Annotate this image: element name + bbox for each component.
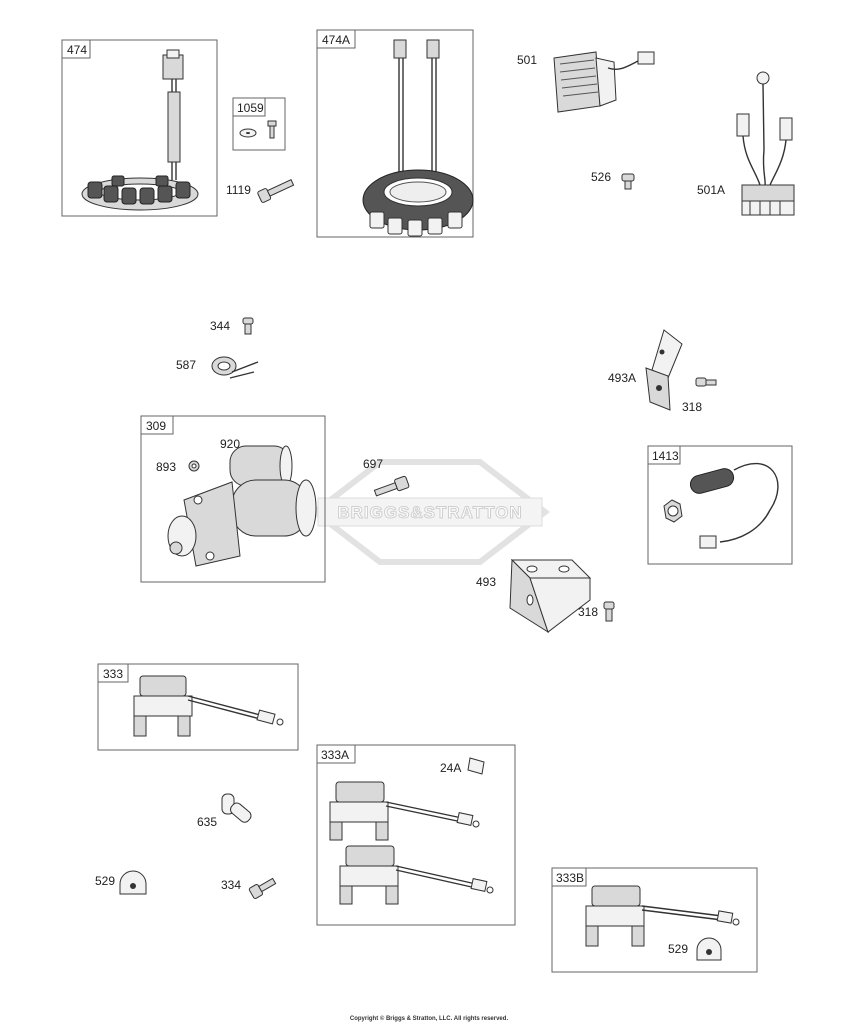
screw-318b-illustration bbox=[603, 601, 615, 622]
box-label-1059: 1059 bbox=[237, 101, 264, 115]
washer-screw-illustration bbox=[239, 120, 277, 139]
ignition-coil-333A-illustration bbox=[329, 781, 494, 905]
copyright-text: Copyright © Briggs & Stratton, LLC. All … bbox=[350, 1015, 509, 1022]
part-box-333A[interactable]: 333A 24A bbox=[316, 744, 516, 926]
box-label-333B: 333B bbox=[556, 871, 584, 885]
callout-920[interactable]: 920 bbox=[220, 437, 240, 451]
callout-334[interactable]: 334 bbox=[221, 878, 241, 892]
part-box-1059[interactable]: 1059 bbox=[232, 97, 286, 151]
harness-501A-illustration bbox=[736, 71, 795, 216]
callout-493A[interactable]: 493A bbox=[608, 371, 636, 385]
callout-24A[interactable]: 24A bbox=[440, 761, 461, 775]
bolt-697-illustration bbox=[373, 475, 410, 497]
callout-318-b[interactable]: 318 bbox=[578, 605, 598, 619]
briggs-stratton-watermark: BRIGGS&STRATTON bbox=[310, 459, 550, 565]
part-box-333B[interactable]: 333B 529 bbox=[551, 867, 758, 973]
callout-318-a[interactable]: 318 bbox=[682, 400, 702, 414]
regulator-501-illustration bbox=[553, 51, 655, 113]
box-label-333: 333 bbox=[103, 667, 123, 681]
box-label-333A: 333A bbox=[321, 748, 349, 762]
grommet-529a-illustration bbox=[119, 870, 147, 895]
callout-1119[interactable]: 1119 bbox=[226, 183, 251, 197]
ignition-coil-333B-illustration bbox=[585, 885, 740, 961]
ignition-coil-333-illustration bbox=[133, 675, 284, 737]
bracket-493-illustration bbox=[509, 558, 592, 634]
part-box-474A[interactable]: 474A bbox=[316, 29, 474, 238]
part-box-309[interactable]: 309 920 893 bbox=[140, 415, 326, 583]
callout-501A[interactable]: 501A bbox=[697, 183, 725, 197]
starter-motor-309-illustration bbox=[167, 445, 317, 567]
callout-893[interactable]: 893 bbox=[156, 460, 176, 474]
callout-587[interactable]: 587 bbox=[176, 358, 196, 372]
callout-697[interactable]: 697 bbox=[363, 457, 383, 471]
part-box-474[interactable]: 474 bbox=[61, 39, 218, 217]
callout-344[interactable]: 344 bbox=[210, 319, 230, 333]
part-box-333[interactable]: 333 bbox=[97, 663, 299, 751]
bolt-344-illustration bbox=[242, 317, 254, 335]
callout-529-a[interactable]: 529 bbox=[95, 874, 115, 888]
callout-526[interactable]: 526 bbox=[591, 170, 611, 184]
clip-587-illustration bbox=[211, 356, 259, 379]
box-label-1413: 1413 bbox=[652, 449, 679, 463]
key-24A-illustration bbox=[467, 757, 485, 775]
box-label-474A: 474A bbox=[322, 33, 350, 47]
screw-334-illustration bbox=[248, 877, 277, 899]
callout-529-b[interactable]: 529 bbox=[668, 942, 688, 956]
stator-474-illustration bbox=[81, 49, 199, 211]
callout-501[interactable]: 501 bbox=[517, 53, 537, 67]
watermark-text: BRIGGS&STRATTON bbox=[337, 503, 522, 522]
heater-1413-illustration bbox=[663, 463, 779, 549]
callout-493[interactable]: 493 bbox=[476, 575, 496, 589]
screw-318a-illustration bbox=[695, 377, 717, 387]
bracket-493A-illustration bbox=[645, 329, 683, 411]
box-label-474: 474 bbox=[67, 43, 87, 57]
callout-635[interactable]: 635 bbox=[197, 815, 217, 829]
part-box-1413[interactable]: 1413 bbox=[647, 445, 793, 565]
spark-plug-boot-635-illustration bbox=[221, 793, 252, 823]
box-label-309: 309 bbox=[146, 419, 166, 433]
stator-474A-illustration bbox=[362, 39, 474, 237]
screw-526-illustration bbox=[621, 173, 635, 190]
bolt-1119-illustration bbox=[257, 179, 295, 203]
